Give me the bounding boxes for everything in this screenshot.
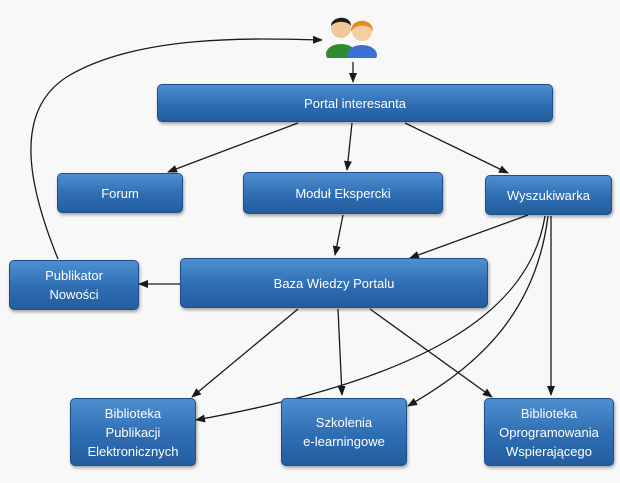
edge-modul-baza [332,214,344,256]
edge-wyszukiwarka-szkolenia [407,215,549,407]
users-icon [326,17,377,58]
edge-wyszukiwarka-bibpub [195,215,546,423]
node-biblioteka-publikacji[interactable]: Biblioteka Publikacji Elektronicznych [70,398,196,466]
edge-baza-bibopr [369,308,493,398]
edge-baza-bibpub [191,308,299,398]
edge-portal-forum [167,122,299,173]
node-publikator-nowosci[interactable]: Publikator Nowości [9,260,139,310]
node-szkolenia[interactable]: Szkolenia e-learningowe [281,398,407,466]
node-forum[interactable]: Forum [57,173,183,213]
edge-portal-wyszukiwarka [404,122,509,174]
edge-publikator-users [30,35,323,260]
edge-baza-szkolenia [337,308,346,396]
edge-wyszukiwarka-baza [409,214,529,259]
node-baza-wiedzy-portalu[interactable]: Baza Wiedzy Portalu [180,258,488,308]
node-portal-interesanta[interactable]: Portal interesanta [157,84,553,122]
node-modul-ekspercki[interactable]: Moduł Ekspercki [243,172,443,214]
edge-portal-modul [343,122,353,171]
node-wyszukiwarka[interactable]: Wyszukiwarka [485,175,612,215]
node-biblioteka-oprogramowania[interactable]: Biblioteka Oprogramowania Wspierającego [484,398,614,466]
